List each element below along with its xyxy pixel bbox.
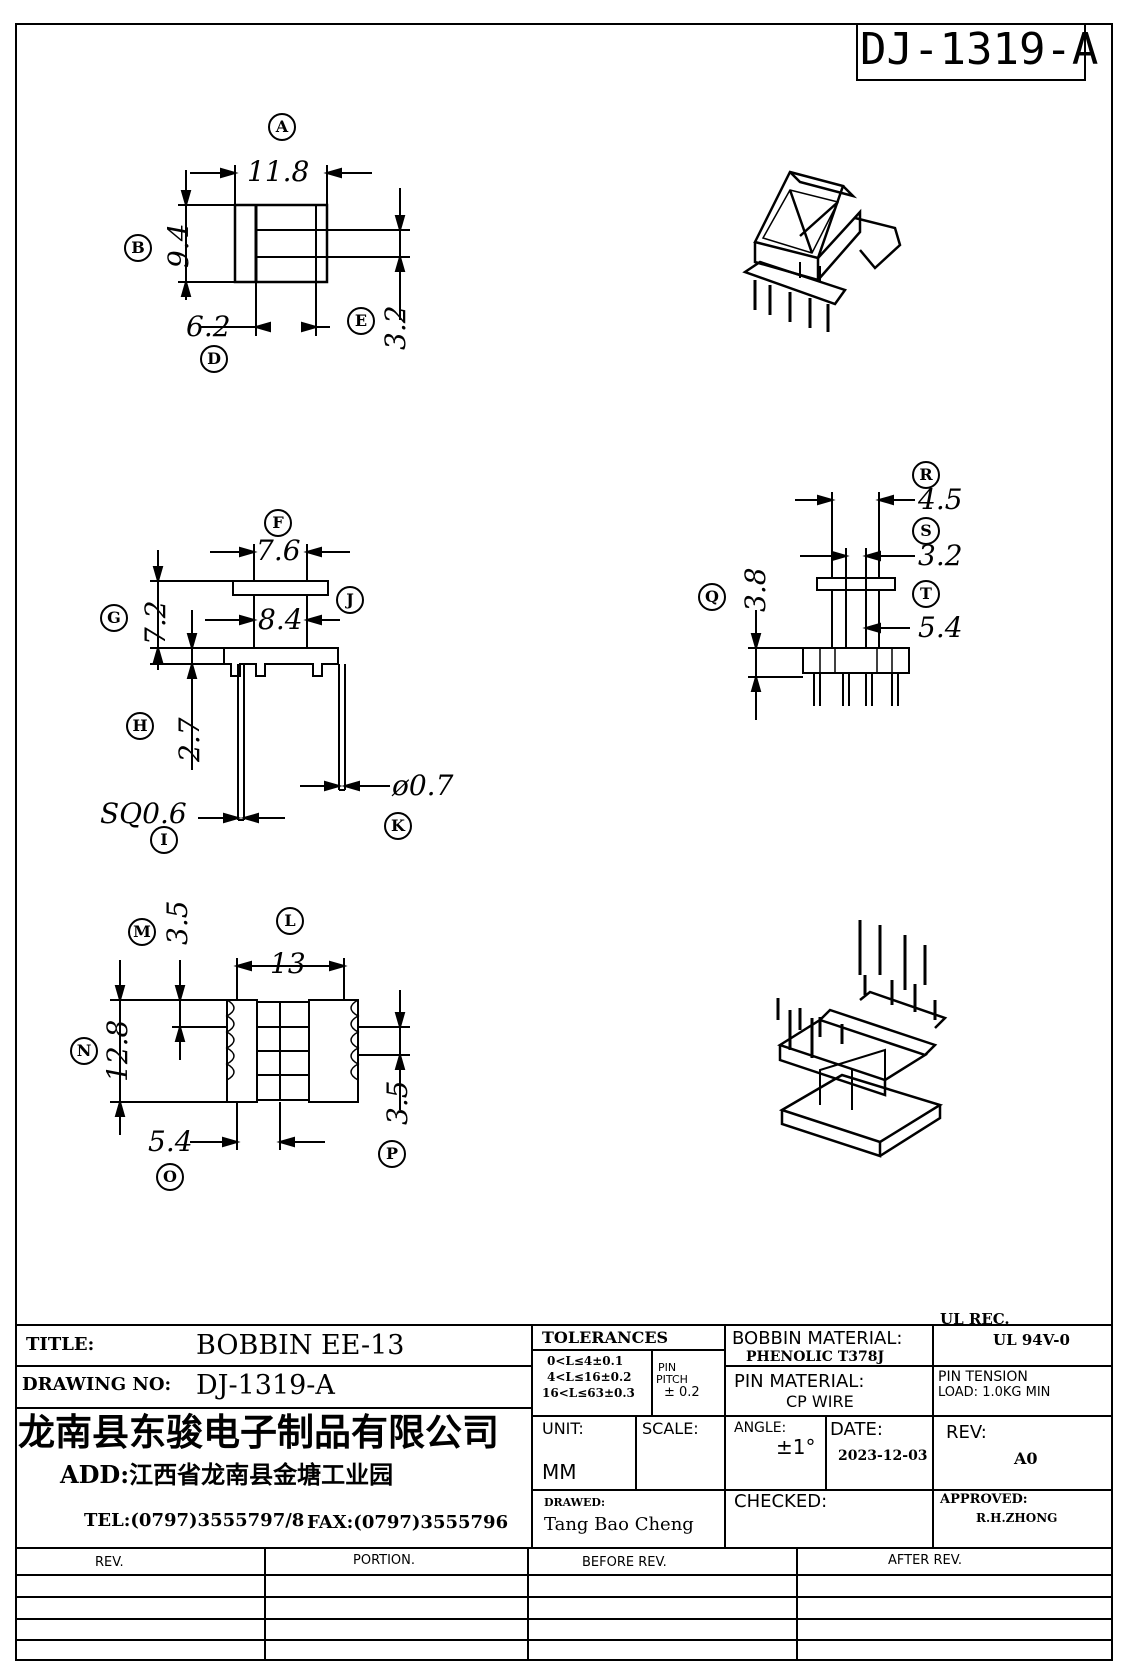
front-view: [150, 544, 390, 824]
title-label: TITLE:: [26, 1334, 95, 1355]
bottom-view: [110, 958, 410, 1150]
bobbin-material-value: PHENOLIC T378J: [746, 1349, 885, 1365]
dim-p-value: 3.5: [381, 1080, 414, 1125]
dim-t-value: 5.4: [918, 611, 963, 644]
dim-m-value: 3.5: [161, 900, 194, 945]
approved-label: APPROVED:: [940, 1492, 1028, 1507]
dim-f-value: 7.6: [256, 534, 301, 567]
company-fax: FAX:(0797)3555796: [307, 1512, 509, 1533]
drawing-code: DJ-1319-A: [860, 24, 1099, 75]
label-circle-b: B: [124, 234, 152, 262]
tolerance-line-2: 4<L≤16±0.2: [547, 1370, 632, 1384]
isometric-view-top: [742, 170, 902, 332]
drawing-no-value: DJ-1319-A: [196, 1370, 335, 1401]
dim-d-value: 6.2: [186, 310, 231, 343]
dim-a-value: 11.8: [247, 155, 310, 188]
pin-tension-value: LOAD: 1.0KG MIN: [938, 1385, 1051, 1400]
drawing-no-label: DRAWING NO:: [22, 1374, 172, 1395]
label-circle-l: L: [276, 907, 304, 935]
label-circle-h: H: [126, 712, 154, 740]
angle-label: ANGLE:: [734, 1420, 787, 1436]
dim-i-value: SQ0.6: [100, 797, 187, 830]
label-circle-o: O: [156, 1163, 184, 1191]
dim-h-value: 2.7: [173, 717, 206, 762]
dim-g-value: 7.2: [139, 600, 172, 645]
scale-label: SCALE:: [642, 1419, 699, 1438]
title-block-grid: [16, 1324, 1112, 1660]
label-circle-a: A: [268, 113, 296, 141]
pin-material-label: PIN MATERIAL:: [734, 1371, 865, 1392]
rev-table-header-portion: PORTION.: [353, 1553, 416, 1568]
dim-e-value: 3.2: [379, 305, 412, 350]
label-circle-j: J: [336, 586, 364, 614]
dim-q-value: 3.8: [739, 567, 772, 612]
rev-value: A0: [1014, 1449, 1038, 1468]
label-circle-q: Q: [698, 583, 726, 611]
label-circle-n: N: [70, 1037, 98, 1065]
label-circle-m: M: [128, 918, 156, 946]
pin-pitch-label-2: PITCH: [656, 1373, 688, 1386]
company-name: 龙南县东骏电子制品有限公司: [18, 1410, 499, 1454]
pin-tension-label: PIN TENSION: [938, 1369, 1028, 1385]
label-circle-k: K: [384, 812, 412, 840]
angle-value: ±1°: [776, 1435, 816, 1459]
drawn-value: Tang Bao Cheng: [544, 1514, 694, 1535]
top-view: [178, 165, 410, 336]
dim-r-value: 4.5: [918, 483, 963, 516]
dim-k-value: ø0.7: [392, 769, 454, 802]
tolerance-line-1: 0<L≤4±0.1: [547, 1354, 624, 1368]
label-circle-g: G: [100, 604, 128, 632]
company-address: ADD:江西省龙南县金塘工业园: [60, 1460, 394, 1489]
dim-o-value: 5.4: [148, 1125, 193, 1158]
label-circle-s: S: [912, 517, 940, 545]
unit-value: MM: [542, 1460, 577, 1484]
label-circle-e: E: [347, 307, 375, 335]
dim-l-value: 13: [270, 947, 306, 980]
label-circle-i: I: [150, 826, 178, 854]
approved-value: R.H.ZHONG: [976, 1511, 1058, 1525]
rev-label: REV:: [946, 1422, 987, 1443]
label-circle-p: P: [378, 1140, 406, 1168]
pin-pitch-label-1: PIN: [658, 1361, 677, 1374]
bobbin-material-label: BOBBIN MATERIAL:: [732, 1328, 903, 1349]
unit-label: UNIT:: [542, 1419, 584, 1438]
ul-label: UL REC.: [940, 1310, 1010, 1328]
label-circle-d: D: [200, 345, 228, 373]
isometric-view-bottom: [776, 920, 948, 1158]
drawn-label: DRAWED:: [544, 1496, 606, 1509]
dim-s-value: 3.2: [918, 539, 963, 572]
rev-table-header-before: BEFORE REV.: [582, 1555, 667, 1570]
title-value: BOBBIN EE-13: [196, 1330, 405, 1361]
label-circle-t: T: [912, 580, 940, 608]
tolerance-line-3: 16<L≤63±0.3: [542, 1386, 635, 1400]
checked-label: CHECKED:: [734, 1491, 828, 1512]
pin-pitch-value: ± 0.2: [664, 1385, 700, 1400]
label-circle-r: R: [912, 461, 940, 489]
rev-table-header-rev: REV.: [95, 1555, 124, 1570]
tolerances-label: TOLERANCES: [542, 1328, 669, 1347]
date-label: DATE:: [830, 1419, 883, 1440]
date-value: 2023-12-03: [838, 1448, 928, 1464]
pin-material-value: CP WIRE: [786, 1392, 854, 1411]
rev-table-header-after: AFTER REV.: [888, 1553, 963, 1568]
label-circle-f: F: [264, 509, 292, 537]
dim-n-value: 12.8: [101, 1019, 134, 1082]
dim-b-value: 9.4: [162, 223, 195, 268]
side-view: [748, 492, 915, 720]
ul-value: UL 94V-0: [993, 1331, 1070, 1349]
dim-j-value: 8.4: [258, 603, 303, 636]
company-tel: TEL:(0797)3555797/8: [84, 1510, 305, 1531]
